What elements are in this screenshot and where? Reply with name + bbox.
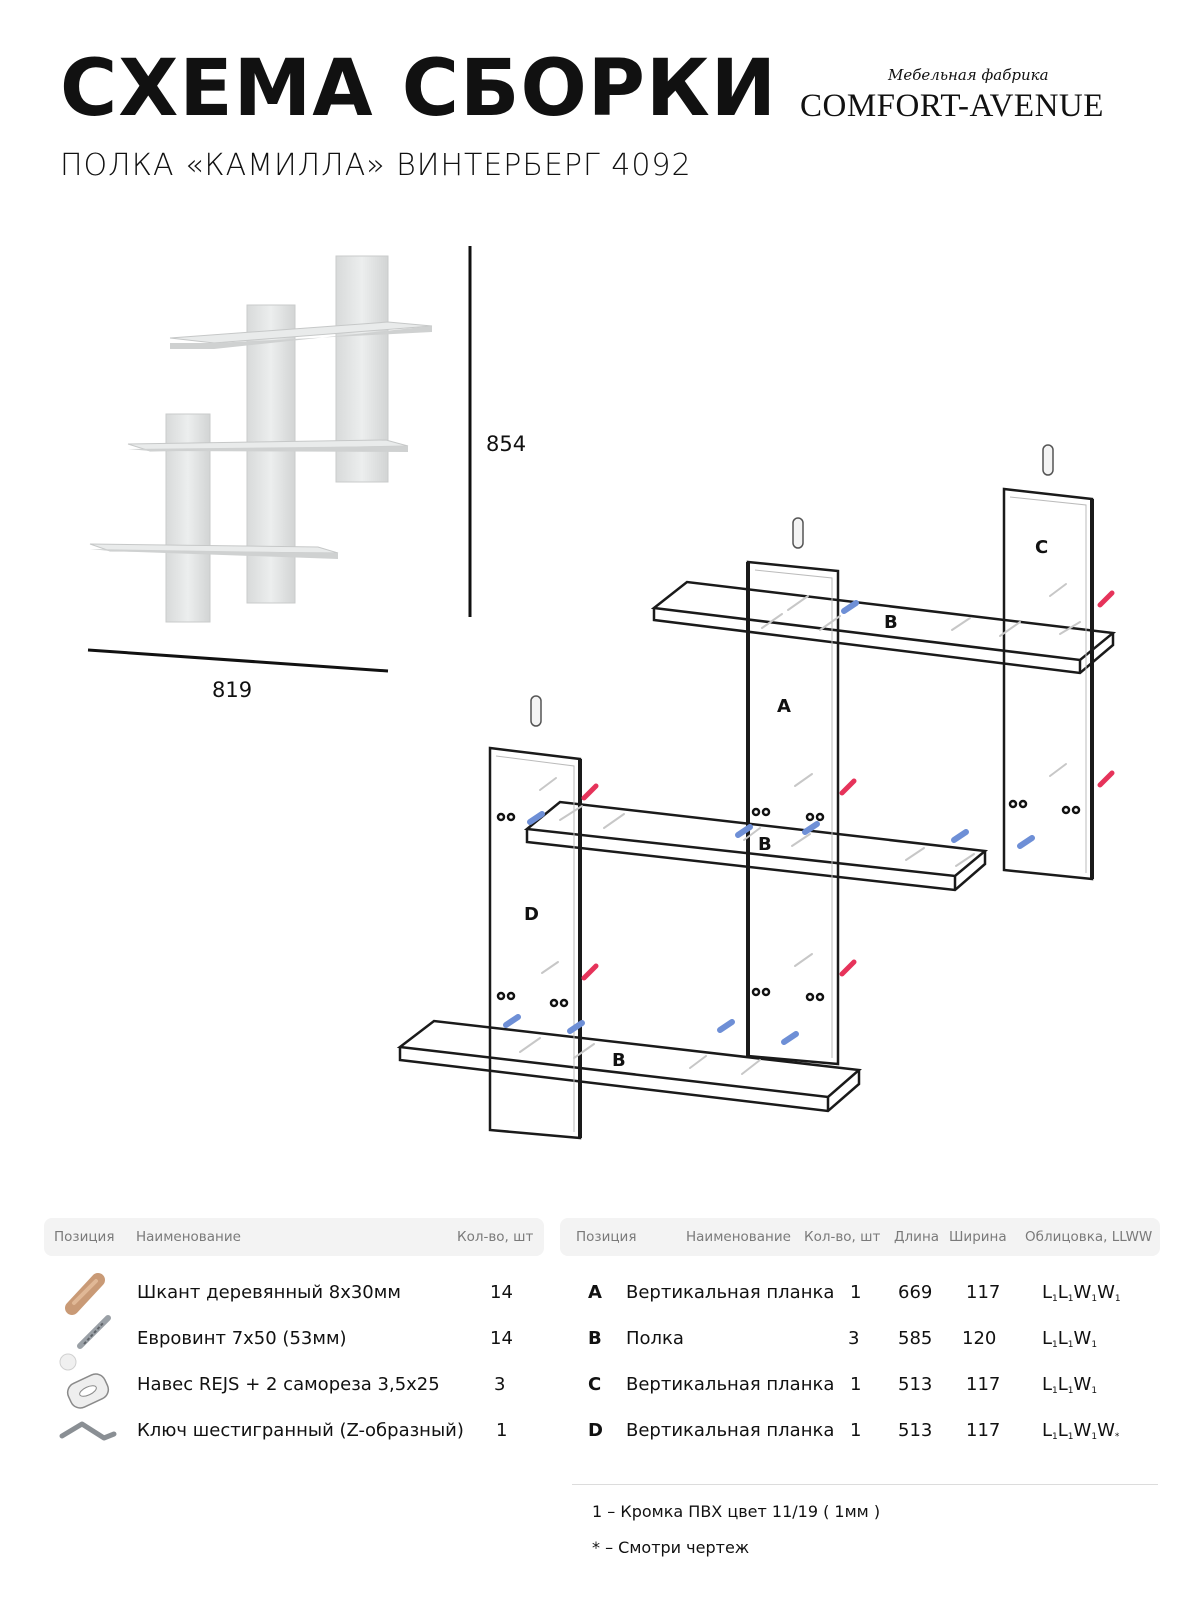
- header-edging: Облицовка, LLWW: [1025, 1229, 1153, 1245]
- part-width: 120: [962, 1328, 997, 1349]
- part-edging: L1L1W1: [1042, 1374, 1098, 1396]
- part-name: Вертикальная планка: [626, 1282, 835, 1303]
- part-qty: 1: [850, 1420, 862, 1441]
- part-edging: L1L1W1: [1042, 1328, 1098, 1350]
- part-width: 117: [966, 1420, 1001, 1441]
- hardware-qty: 1: [496, 1420, 508, 1441]
- part-edging: L1L1W1W1: [1042, 1282, 1121, 1304]
- hardware-name: Шкант деревянный 8х30мм: [137, 1282, 401, 1303]
- hardware-name: Ключ шестигранный (Z-образный): [137, 1420, 464, 1441]
- edge-note: 1 – Кромка ПВХ цвет 11/19 ( 1мм ): [592, 1502, 881, 1521]
- part-length: 513: [898, 1420, 933, 1441]
- part-width: 117: [966, 1374, 1001, 1395]
- hardware-qty: 3: [494, 1374, 506, 1395]
- diagram-label-a: A: [777, 696, 791, 717]
- hardware-qty: 14: [490, 1282, 513, 1303]
- part-width: 117: [966, 1282, 1001, 1303]
- diagram-label-b-middle: B: [758, 834, 772, 855]
- part-edging: L1L1W1W*: [1042, 1420, 1120, 1442]
- hardware-table-header: Позиция Наименование Кол-во, шт: [44, 1218, 544, 1256]
- part-qty: 1: [850, 1374, 862, 1395]
- header-name: Наименование: [686, 1229, 791, 1245]
- width-dimension: 819: [212, 678, 253, 702]
- part-name: Вертикальная планка: [626, 1420, 835, 1441]
- dowel-icon: [65, 1273, 105, 1315]
- drawing-note: * – Смотри чертеж: [592, 1538, 750, 1557]
- hardware-qty: 14: [490, 1328, 513, 1349]
- part-qty: 3: [848, 1328, 860, 1349]
- part-length: 585: [898, 1328, 933, 1349]
- diagram-label-b-top: B: [884, 612, 898, 633]
- header-qty: Кол-во, шт: [457, 1229, 534, 1245]
- brand-logo: COMFORT-AVENUE: [800, 88, 1104, 124]
- part-position: B: [588, 1328, 602, 1349]
- part-name: Полка: [626, 1328, 684, 1349]
- hardware-name: Евровинт 7х50 (53мм): [137, 1328, 347, 1349]
- part-qty: 1: [850, 1282, 862, 1303]
- notes-divider: [572, 1484, 1158, 1485]
- part-position: C: [588, 1374, 602, 1395]
- part-position: A: [588, 1282, 602, 1303]
- screw-icon: [59, 1315, 111, 1371]
- header-width: Ширина: [949, 1229, 1007, 1245]
- page-title: СХЕМА СБОРКИ: [60, 44, 778, 134]
- hex-key-icon: [59, 1421, 117, 1441]
- part-length: 513: [898, 1374, 933, 1395]
- header-qty: Кол-во, шт: [804, 1229, 881, 1245]
- part-length: 669: [898, 1282, 933, 1303]
- header-position: Позиция: [576, 1229, 637, 1245]
- hanger-icon: [66, 1373, 110, 1409]
- diagram-label-d: D: [524, 904, 539, 925]
- height-dimension: 854: [486, 432, 527, 456]
- part-position: D: [588, 1420, 603, 1441]
- header-length: Длина: [894, 1229, 940, 1245]
- hardware-name: Навес REJS + 2 самореза 3,5х25: [137, 1374, 440, 1395]
- part-name: Вертикальная планка: [626, 1374, 835, 1395]
- product-subtitle: ПОЛКА «КАМИЛЛА» ВИНТЕРБЕРГ 4092: [60, 148, 692, 183]
- header-position: Позиция: [54, 1229, 115, 1245]
- brand-tagline: Мебельная фабрика: [888, 66, 1049, 84]
- diagram-label-b-bottom: B: [612, 1050, 626, 1071]
- header-name: Наименование: [136, 1229, 241, 1245]
- parts-table-header: Позиция Наименование Кол-во, шт Длина Ши…: [560, 1218, 1160, 1256]
- diagram-label-c: C: [1035, 537, 1049, 558]
